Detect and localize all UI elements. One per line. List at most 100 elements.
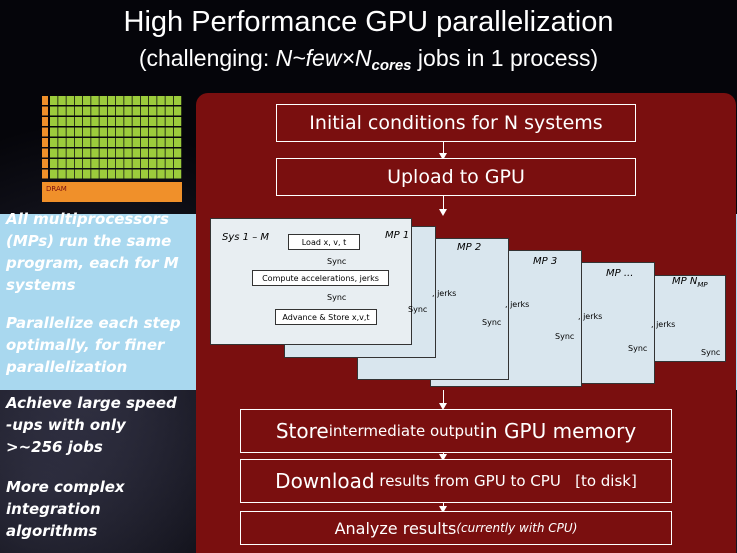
chip-core-cell: [99, 127, 107, 137]
chip-core-cell: [173, 106, 182, 116]
chip-core-cell: [124, 159, 132, 168]
chip-core-cell: [50, 117, 58, 126]
chip-core-cell: [140, 117, 149, 126]
chip-core-cell: [173, 148, 182, 158]
chip-core-cell: [157, 127, 165, 137]
chip-core-cell: [149, 106, 157, 116]
mpn-label: MP NMP: [672, 276, 708, 289]
chip-core-cell: [66, 117, 74, 126]
chip-core-cell: [140, 96, 149, 105]
chip-core-cell: [91, 159, 99, 168]
sync-label: Sync: [408, 305, 428, 314]
jerks-fragment: , jerks: [578, 312, 603, 321]
sync-label: Sync: [327, 257, 347, 266]
mp3-label: MP 3: [533, 256, 558, 267]
chip-core-cell: [58, 117, 66, 126]
chip-core-cell: [91, 138, 99, 147]
chip-core-cell: [50, 106, 58, 116]
chip-control-cell: [42, 138, 48, 147]
chip-core-cell: [83, 159, 91, 168]
chip-core-cell: [74, 127, 83, 137]
chip-core-cell: [140, 106, 149, 116]
chip-core-cell: [83, 127, 91, 137]
chip-core-cell: [83, 169, 91, 179]
chip-core-cell: [124, 106, 132, 116]
chip-core-cell: [140, 169, 149, 179]
chip-core-cell: [58, 148, 66, 158]
sync-label: Sync: [482, 318, 502, 327]
chip-core-cell: [116, 169, 124, 179]
chip-core-cell: [107, 127, 116, 137]
chip-control-cell: [42, 169, 48, 179]
chip-core-cell: [66, 159, 74, 168]
chip-core-cell: [132, 117, 140, 126]
chip-core-cell: [124, 117, 132, 126]
chip-core-cell: [132, 106, 140, 116]
chip-core-cell: [124, 148, 132, 158]
chip-core-cell: [74, 96, 83, 105]
slide-title: High Performance GPU parallelization: [123, 6, 614, 38]
chip-core-cell: [50, 96, 58, 105]
chip-core-cell: [165, 169, 173, 179]
advance-step: Advance & Store x,v,t: [275, 309, 377, 325]
chip-core-cell: [107, 159, 116, 168]
chip-core-cell: [124, 138, 132, 147]
chip-core-cell: [83, 96, 91, 105]
chip-core-cell: [140, 127, 149, 137]
chip-core-cell: [50, 138, 58, 147]
chip-core-cell: [107, 96, 116, 105]
chip-core-cell: [124, 127, 132, 137]
arrow-down-icon: [439, 502, 447, 513]
chip-core-cell: [74, 169, 83, 179]
chip-core-cell: [83, 106, 91, 116]
chip-control-cell: [42, 96, 48, 105]
chip-core-cell: [99, 96, 107, 105]
chip-core-cell: [99, 169, 107, 179]
chip-core-cell: [50, 159, 58, 168]
chip-core-cell: [66, 106, 74, 116]
chip-core-cell: [157, 96, 165, 105]
chip-core-cell: [107, 117, 116, 126]
chip-core-cell: [157, 138, 165, 147]
chip-core-cell: [99, 117, 107, 126]
chip-core-cell: [173, 127, 182, 137]
chip-core-cell: [173, 159, 182, 168]
sync-label: Sync: [701, 348, 721, 357]
sys-label: Sys 1 – M: [222, 232, 270, 243]
analyze-box: Analyze results (currently with CPU): [240, 511, 672, 545]
chip-core-cell: [107, 169, 116, 179]
chip-control-cell: [42, 106, 48, 116]
chip-core-cell: [50, 169, 58, 179]
chip-core-cell: [66, 127, 74, 137]
compute-step: Compute accelerations, jerks: [252, 270, 389, 286]
chip-core-cell: [91, 117, 99, 126]
arrow-down-icon: [439, 195, 447, 216]
chip-core-cell: [58, 159, 66, 168]
slide-subtitle: (challenging: N~few×Ncores jobs in 1 pro…: [138, 45, 599, 74]
chip-core-cell: [173, 117, 182, 126]
chip-core-cell: [157, 148, 165, 158]
initial-conditions-box: Initial conditions for N systems: [276, 104, 636, 142]
chip-core-cell: [91, 148, 99, 158]
chip-core-cell: [74, 106, 83, 116]
chip-core-cell: [116, 127, 124, 137]
chip-control-cell: [42, 159, 48, 168]
mp2-label: MP 2: [457, 242, 482, 253]
arrow-down-icon: [439, 390, 447, 410]
chip-core-cell: [157, 159, 165, 168]
chip-core-cell: [132, 127, 140, 137]
chip-core-cell: [99, 106, 107, 116]
dram-label: DRAM: [46, 185, 67, 193]
chip-core-cell: [58, 138, 66, 147]
chip-core-cell: [74, 159, 83, 168]
chip-core-cell: [107, 106, 116, 116]
chip-core-cell: [149, 148, 157, 158]
chip-core-cell: [91, 106, 99, 116]
chip-core-cell: [132, 169, 140, 179]
chip-core-cell: [74, 138, 83, 147]
chip-core-cell: [99, 159, 107, 168]
chip-core-cell: [149, 138, 157, 147]
chip-core-cell: [91, 169, 99, 179]
chip-core-cell: [91, 127, 99, 137]
note-multiprocessors: All multiprocessors (MPs) run the same p…: [6, 210, 179, 294]
